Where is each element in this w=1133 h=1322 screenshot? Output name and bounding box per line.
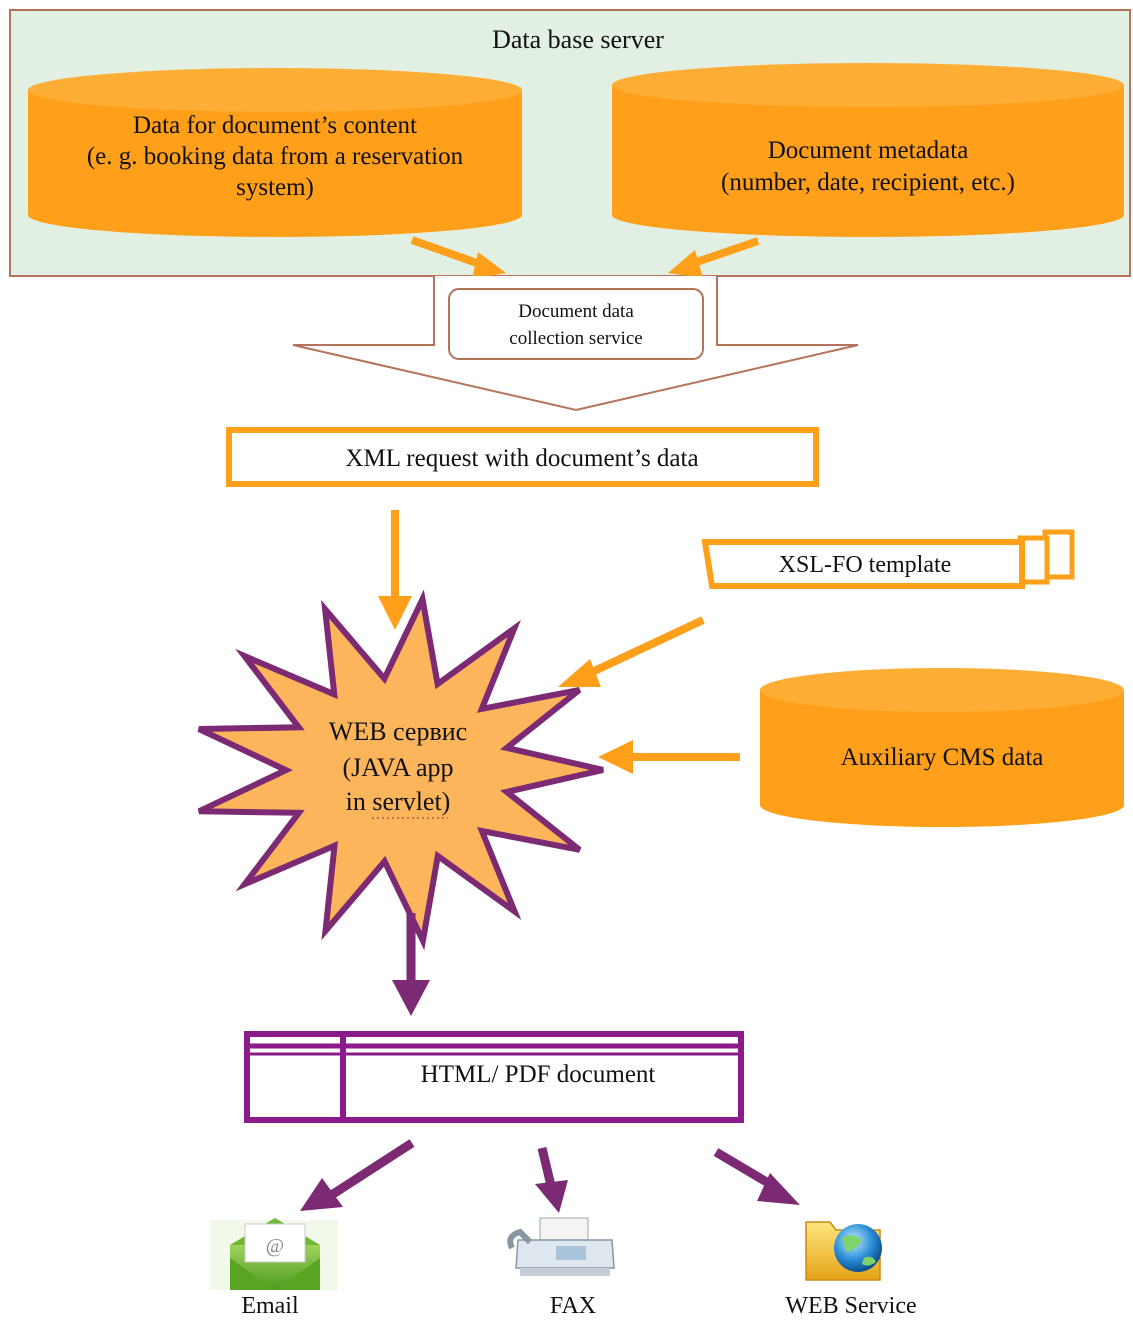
metadata-cylinder: Document metadata (number, date, recipie… — [612, 63, 1124, 237]
metadata-line2: (number, date, recipient, etc.) — [721, 169, 1015, 196]
output-label-email: Email — [241, 1293, 299, 1317]
arrowhead-xml-to-service — [378, 596, 412, 630]
arrowhead-cms-to-service — [598, 740, 633, 774]
metadata-line1: Document metadata — [768, 137, 969, 164]
xsl-fo-template: XSL-FO template — [701, 529, 1075, 589]
arrow-xsl-to-service — [588, 616, 705, 677]
arrowhead-xsl-to-service — [558, 659, 601, 687]
fax-machine-icon — [507, 1217, 615, 1276]
arrowhead-service-to-document — [392, 980, 430, 1016]
web-service-line1: WEB сервис — [329, 717, 467, 746]
collection-service-line2: collection service — [509, 328, 642, 349]
collection-service-box: Document data collection service — [448, 288, 704, 360]
output-label-fax: FAX — [550, 1293, 596, 1317]
content-data-cylinder: Data for document’s content (e. g. booki… — [28, 68, 522, 237]
web-service-line2: (JAVA app — [342, 753, 453, 782]
email-envelope-icon: @ — [210, 1218, 338, 1290]
content-data-line3: system) — [236, 174, 314, 201]
content-data-line1: Data for document’s content — [133, 112, 417, 139]
arrowhead-to-fax — [535, 1180, 568, 1213]
html-pdf-document-box: HTML/ PDF document — [244, 1031, 744, 1123]
xsl-fo-label: XSL-FO template — [779, 552, 952, 578]
collection-service-line1: Document data — [518, 301, 634, 322]
xml-request-label: XML request with document’s data — [345, 445, 698, 472]
aux-cms-label: Auxiliary CMS data — [841, 744, 1044, 771]
html-pdf-label: HTML/ PDF document — [421, 1061, 656, 1088]
arrow-to-email — [327, 1139, 415, 1200]
web-service-starburst: WEB сервис (JAVA app in servlet) — [197, 589, 604, 951]
arrow-content-to-collector — [410, 236, 490, 271]
web-globe-folder-icon — [805, 1221, 882, 1281]
output-label-web-service: WEB Service — [785, 1293, 916, 1317]
server-title: Data base server — [492, 25, 664, 54]
web-service-line3: in servlet) — [346, 787, 451, 816]
xml-request-box: XML request with document’s data — [226, 427, 819, 487]
svg-text:@: @ — [266, 1235, 284, 1257]
content-data-line2: (e. g. booking data from a reservation — [87, 143, 464, 170]
arrowhead-metadata-to-collector — [668, 250, 703, 278]
aux-cms-cylinder: Auxiliary CMS data — [760, 668, 1124, 827]
arrowhead-content-to-collector — [472, 252, 506, 279]
arrowhead-to-email — [300, 1178, 343, 1211]
arrowhead-to-web-service — [757, 1173, 800, 1205]
arrow-metadata-to-collector — [686, 237, 760, 269]
